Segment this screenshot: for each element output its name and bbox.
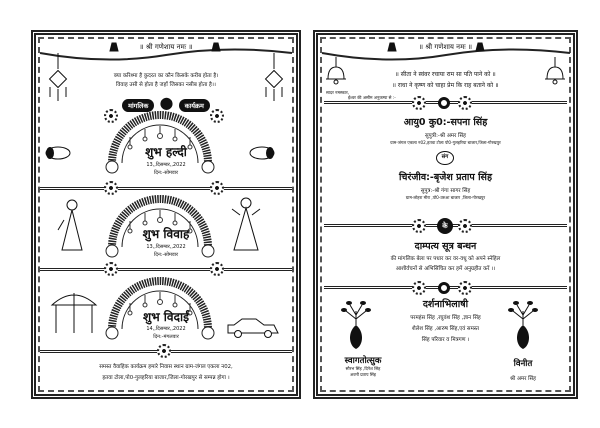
bride-name: आयु0 कु0:-सपना सिंह (403, 117, 488, 128)
medallion-icon (104, 181, 118, 195)
humble-block: विनीत श्री अमर सिंह (488, 358, 558, 382)
bond-text-line: की मांगलिक बेला पर पधार कर वर-वधू को अपन… (390, 256, 501, 262)
ring-icon (438, 97, 450, 109)
bond-text-line: आशीर्वचनों से अभिसिंचित कर हमें अनुग्रही… (395, 266, 496, 272)
event-day: दिन:-सोमवार (154, 170, 178, 176)
darshan-line: शैलेश सिंह ,आरुष सिंह,एवं समस्त (412, 326, 479, 332)
medallion-icon (210, 262, 224, 276)
chandelier-icon (264, 53, 284, 101)
medallion-icon (412, 281, 426, 295)
couplet-line: क्या करिश्मा है कुदरत का कौन किसके करीब … (113, 73, 219, 79)
with-badge: संग (436, 151, 454, 165)
right-card-decoration (321, 42, 571, 350)
ring-icon (438, 282, 450, 294)
bond-title: दाम्पत्य सूत्र बन्धन (414, 241, 477, 252)
couplet-line: विवाह उसी से होता है जहाँ जिसका नसीब होत… (116, 82, 216, 88)
groom-name: चिरंजीव:-बृजेश प्रताप सिंह (398, 172, 493, 183)
dholak-drum-icon (45, 146, 71, 160)
humble-name: श्री अमर सिंह (509, 376, 537, 382)
medallion-icon (104, 262, 118, 276)
event-date: 13,,दिसम्बर,,2022 (146, 244, 186, 250)
groom-address: ग्राम-लोहरा मीरा ,पो0-उरुआ बाजार ,जिला-ग… (405, 195, 486, 200)
mandap-icon (50, 293, 98, 333)
groom-parent: सुपुत्र:-श्री गंगा सागर सिंह (420, 188, 471, 194)
dholak-drum-icon (249, 146, 275, 160)
event-day: दिन:-मंगलवार (153, 334, 179, 340)
invocation-text: ॥ श्री गणेशाय नमः ॥ (418, 43, 473, 51)
venue-line: समस्त वैवाहिक कार्यक्रम हमारे निवास स्था… (99, 364, 233, 370)
welcome-name: अवनी प्रताप सिंह (350, 372, 376, 377)
program-heading: मांगलिक ● कार्यक्रम (36, 93, 296, 112)
car-icon (227, 318, 279, 338)
temple-bell-icon (545, 57, 565, 85)
couplet-line: ॥ राधा ने कृष्ण को चाहा प्रेम कि राह बता… (392, 82, 499, 89)
bride-figure-icon (57, 199, 83, 251)
dancer-figure-icon (231, 197, 261, 251)
medallion-icon (458, 96, 472, 110)
invocation-text: ॥ श्री गणेशाय नमः ॥ (139, 43, 193, 51)
event-date: 13,,दिसम्बर,,2022 (146, 162, 186, 168)
bride-parent: सुपुत्री:-श्री अमर सिंह (425, 133, 466, 139)
greeting-text: सादर नमस्कार, (326, 90, 349, 95)
chandelier-icon (48, 53, 68, 101)
medallion-icon (458, 219, 472, 233)
couplet-line: ॥ सीता ने स्वंवर रचाया राम सा पति पाने क… (395, 71, 496, 78)
event-date: 14,,दिसम्बर,,2022 (146, 326, 186, 332)
bride-address: ग्राम-जंगल एकला न02,हतवा टोला पो0-गुलहरि… (390, 140, 501, 145)
left-invitation-card: ॥ श्री गणेशाय नमः ॥ क्या करिश्मा है कुदर… (31, 30, 301, 399)
venue-line: हतवा टोला,पो0-गुलहरिया बाजार,जिला-गोरखपु… (102, 375, 230, 381)
medallion-icon (104, 109, 118, 123)
right-invitation-card: ॥ श्री गणेशाय नमः ॥ ॥ सीता ने स्वंवर रचा… (313, 30, 578, 399)
temple-bell-icon (326, 57, 346, 85)
event-day: दिन:-सोमवार (154, 252, 178, 258)
medallion-icon (412, 219, 426, 233)
medallion-icon (210, 109, 224, 123)
welcome-title: स्वागतोत्सुक (344, 356, 382, 366)
divider (40, 268, 292, 271)
of-badge: के (437, 218, 453, 234)
event-title-vidai: शुभ विदाई (143, 310, 189, 324)
blessing-text: ईश्वर की असीम अनुकम्पा से :- (348, 95, 396, 100)
divider (40, 187, 292, 190)
medallion-icon (157, 344, 171, 358)
darshan-title: दर्शनाभिलाषी (422, 299, 469, 310)
event-title-vivah: शुभ विवाह (142, 227, 190, 241)
darshan-line: परमहंस सिंह ,रघुवंश सिंह ,ज्ञान सिंह (410, 315, 481, 321)
medallion-icon (210, 181, 224, 195)
darshan-line: सिंह परिवार व मित्रगण । (421, 337, 470, 343)
humble-title: विनीत (513, 359, 533, 369)
medallion-icon (412, 96, 426, 110)
welcome-name: सौरभ सिंह ,दिनेश सिंह (345, 366, 381, 371)
medallion-icon (458, 281, 472, 295)
event-title-haldi: शुभ हल्दी (145, 145, 187, 159)
left-card-decoration (39, 42, 293, 395)
welcome-block: स्वागतोत्सुक सौरभ सिंह ,दिनेश सिंह अवनी … (328, 355, 398, 378)
